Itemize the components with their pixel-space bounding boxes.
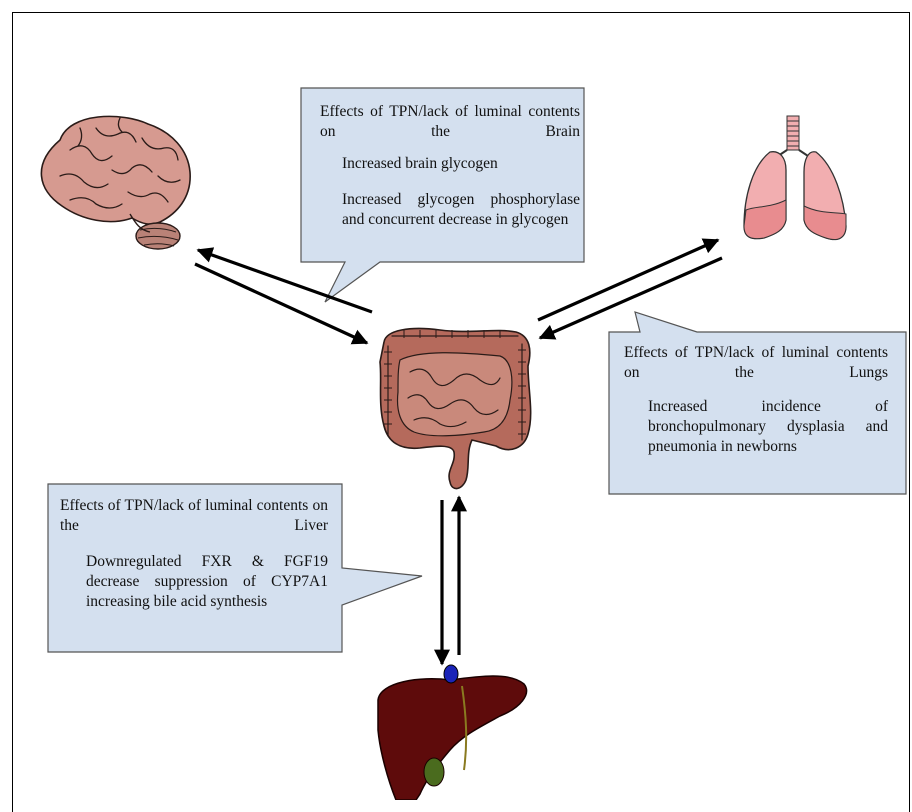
liver-callout-text: Effects of TPN/lack of luminal contents … xyxy=(60,496,328,612)
liver-icon xyxy=(378,665,527,800)
arrow-lungs-to-intestine xyxy=(540,258,722,338)
brain-icon xyxy=(41,116,190,249)
liver-effect-1: Downregulated FXR & FGF19 decrease suppr… xyxy=(60,552,328,612)
lungs-callout-title: Effects of TPN/lack of luminal contents … xyxy=(624,343,888,383)
intestine-icon xyxy=(380,329,531,489)
lungs-icon xyxy=(744,116,846,240)
brain-callout-text: Effects of TPN/lack of luminal contents … xyxy=(320,102,580,230)
brain-effect-1: Increased brain glycogen xyxy=(320,154,580,174)
lungs-callout-text: Effects of TPN/lack of luminal contents … xyxy=(624,343,888,457)
liver-callout-title: Effects of TPN/lack of luminal contents … xyxy=(60,496,328,536)
lungs-effect-1: Increased incidence of bronchopulmonary … xyxy=(624,397,888,457)
brain-callout-title: Effects of TPN/lack of luminal contents … xyxy=(320,102,580,142)
brain-effect-2: Increased glycogen phosphorylase and con… xyxy=(320,190,580,230)
